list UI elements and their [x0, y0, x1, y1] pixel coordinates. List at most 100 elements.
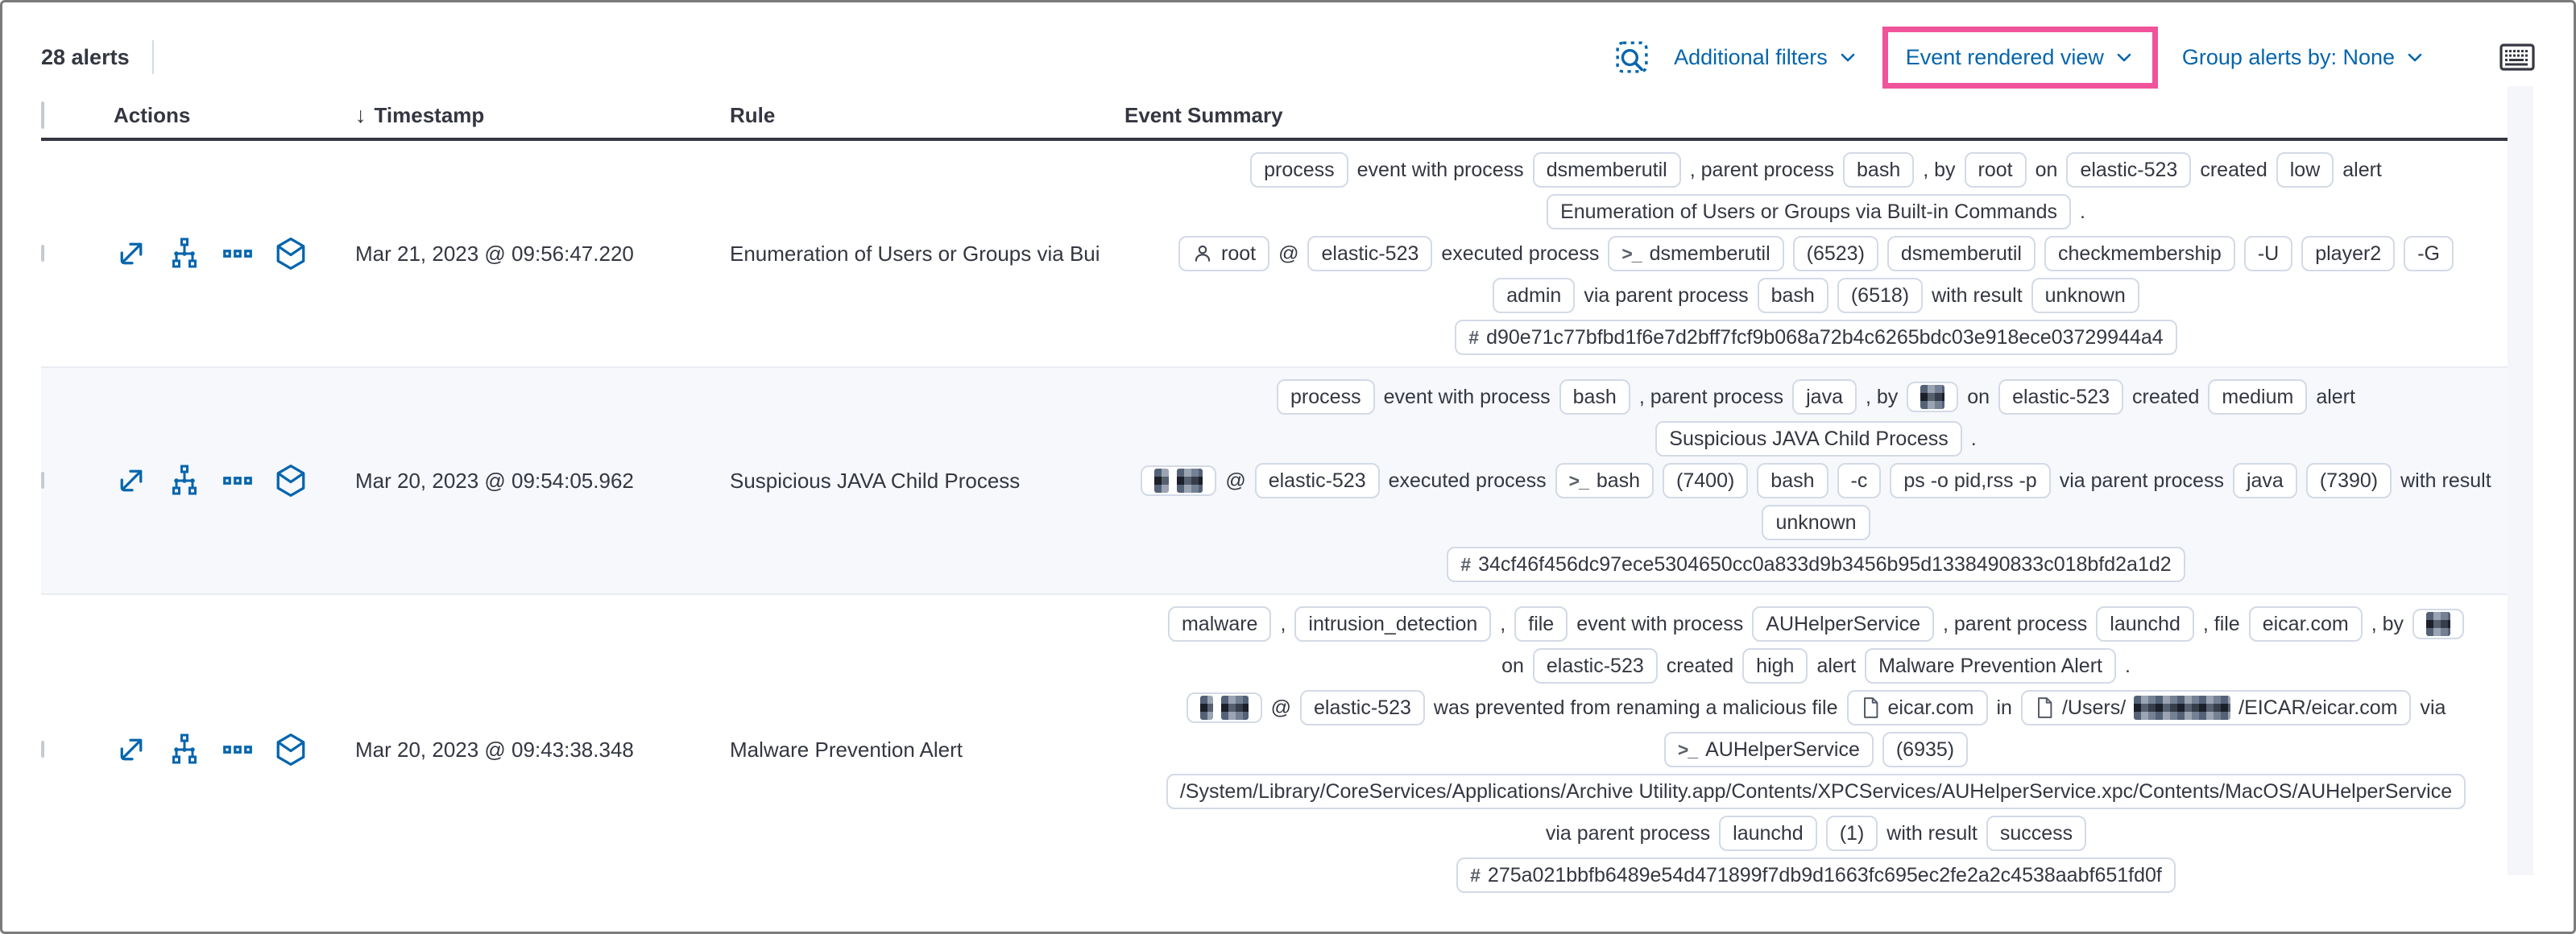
row-checkbox[interactable]: [41, 245, 44, 262]
event-field-badge[interactable]: launchd: [1719, 816, 1817, 851]
event-field-badge[interactable]: [1186, 692, 1262, 723]
event-field-badge[interactable]: malware: [1167, 606, 1272, 642]
more-actions-icon[interactable]: [220, 236, 255, 271]
badge-text: intrusion_detection: [1308, 613, 1478, 635]
event-field-badge[interactable]: medium: [2208, 379, 2308, 415]
analyzer-icon[interactable]: [167, 732, 202, 767]
event-field-badge[interactable]: success: [1986, 816, 2087, 851]
file-icon: [2035, 696, 2054, 719]
event-field-badge[interactable]: java: [2232, 463, 2297, 498]
event-field-badge[interactable]: [1141, 465, 1217, 496]
analyzer-icon[interactable]: [167, 236, 202, 271]
event-field-badge[interactable]: file: [1514, 606, 1568, 642]
event-field-badge[interactable]: root: [1964, 152, 2027, 188]
event-field-badge[interactable]: process: [1277, 379, 1375, 415]
row-checkbox[interactable]: [41, 472, 44, 489]
event-field-badge[interactable]: player2: [2301, 236, 2396, 271]
event-field-badge[interactable]: process: [1250, 152, 1348, 188]
event-field-badge[interactable]: #d90e71c77bfbd1f6e7d2bff7fcf9b068a72b4c6…: [1455, 320, 2177, 355]
event-field-badge[interactable]: Suspicious JAVA Child Process: [1655, 421, 1962, 457]
event-field-badge[interactable]: (6518): [1837, 278, 1924, 313]
more-actions-icon[interactable]: [220, 732, 255, 767]
badge-text: eicar.com: [2262, 613, 2349, 635]
inspect-icon[interactable]: [1614, 39, 1650, 75]
event-field-badge[interactable]: -c: [1837, 463, 1882, 498]
badge-text: (6523): [1806, 242, 1865, 265]
toolbar-right: Additional filters Event rendered view G…: [1614, 26, 2535, 89]
more-actions-icon[interactable]: [220, 463, 255, 498]
view-selector-button[interactable]: Event rendered view: [1906, 45, 2135, 70]
event-field-badge[interactable]: bash: [1843, 152, 1915, 188]
event-field-badge[interactable]: intrusion_detection: [1294, 606, 1492, 642]
event-field-badge[interactable]: (7400): [1663, 463, 1749, 498]
alert-count-label: 28 alerts: [41, 44, 130, 69]
event-field-badge[interactable]: launchd: [2096, 606, 2194, 642]
event-field-badge[interactable]: elastic-523: [1307, 236, 1433, 271]
group-alerts-button[interactable]: Group alerts by: None: [2182, 45, 2425, 70]
redacted-content: [1199, 696, 1213, 720]
summary-text: , parent process: [1689, 158, 1835, 181]
event-field-badge[interactable]: Enumeration of Users or Groups via Built…: [1547, 194, 2071, 229]
event-field-badge[interactable]: (6935): [1882, 732, 1969, 767]
event-field-badge[interactable]: >_dsmemberutil: [1608, 236, 1784, 271]
header-rule: Rule: [730, 102, 776, 127]
event-field-badge[interactable]: java: [1792, 379, 1857, 415]
header-timestamp[interactable]: ↓Timestamp: [355, 102, 485, 127]
badge-text: elastic-523: [1321, 242, 1419, 265]
summary-text: on: [1967, 385, 1990, 408]
event-field-badge[interactable]: /System/Library/CoreServices/Application…: [1166, 774, 2466, 809]
event-field-badge[interactable]: dsmemberutil: [1532, 152, 1681, 188]
select-all-checkbox[interactable]: [41, 101, 44, 129]
event-field-badge[interactable]: >_bash: [1555, 463, 1655, 498]
event-field-badge[interactable]: AUHelperService: [1752, 606, 1935, 642]
event-field-badge[interactable]: /Users//EICAR/eicar.com: [2020, 690, 2412, 725]
event-field-badge[interactable]: Malware Prevention Alert: [1865, 648, 2116, 684]
event-field-badge[interactable]: bash: [1757, 463, 1828, 498]
event-field-badge[interactable]: unknown: [2031, 278, 2139, 313]
expand-icon[interactable]: [114, 236, 149, 271]
rule-cell: Enumeration of Users or Groups via Bui: [730, 241, 1100, 266]
event-field-badge[interactable]: low: [2276, 152, 2334, 188]
chevron-down-icon: [2114, 47, 2135, 68]
event-field-badge[interactable]: elastic-523: [1254, 463, 1380, 498]
event-field-badge[interactable]: (7390): [2305, 463, 2392, 498]
event-field-badge[interactable]: high: [1742, 648, 1808, 684]
expand-icon[interactable]: [114, 732, 149, 767]
file-icon: [1861, 696, 1880, 719]
event-field-badge[interactable]: (6523): [1792, 236, 1878, 271]
event-field-badge[interactable]: unknown: [1762, 505, 1870, 540]
event-field-badge[interactable]: dsmemberutil: [1886, 236, 2036, 271]
event-field-badge[interactable]: >_AUHelperService: [1663, 732, 1874, 767]
event-field-badge[interactable]: admin: [1493, 278, 1576, 313]
chevron-down-icon: [2404, 47, 2425, 68]
event-field-badge[interactable]: elastic-523: [2066, 152, 2192, 188]
event-field-badge[interactable]: #275a021bbfb6489e54d471899f7db9d1663fc69…: [1456, 858, 2176, 893]
event-field-badge[interactable]: #34cf46f456dc97ece5304650cc0a833d9b3456b…: [1447, 547, 2185, 582]
event-field-badge[interactable]: -U: [2243, 236, 2293, 271]
event-field-badge[interactable]: elastic-523: [1532, 648, 1658, 684]
event-field-badge[interactable]: eicar.com: [2248, 606, 2363, 642]
event-field-badge[interactable]: [2412, 609, 2464, 639]
expand-icon[interactable]: [114, 463, 149, 498]
row-checkbox[interactable]: [41, 741, 44, 758]
event-field-badge[interactable]: -G: [2404, 236, 2454, 271]
analyzer-icon[interactable]: [167, 463, 202, 498]
event-field-badge[interactable]: bash: [1757, 278, 1828, 313]
timeline-icon[interactable]: [273, 236, 309, 271]
keyboard-shortcuts-icon[interactable]: [2499, 39, 2535, 75]
timeline-icon[interactable]: [273, 732, 309, 767]
event-field-badge[interactable]: (1): [1825, 816, 1878, 851]
additional-filters-button[interactable]: Additional filters: [1674, 45, 1858, 70]
summary-text: ,: [1500, 612, 1506, 635]
event-field-badge[interactable]: bash: [1559, 379, 1630, 415]
event-field-badge[interactable]: ps -o pid,rss -p: [1890, 463, 2051, 498]
event-field-badge[interactable]: elastic-523: [1299, 690, 1425, 725]
event-field-badge[interactable]: root: [1178, 236, 1270, 271]
timeline-icon[interactable]: [273, 463, 309, 498]
event-field-badge[interactable]: eicar.com: [1846, 690, 1988, 725]
event-field-badge[interactable]: checkmembership: [2044, 236, 2235, 271]
event-field-badge[interactable]: elastic-523: [1998, 379, 2123, 415]
event-field-badge[interactable]: [1907, 382, 1959, 412]
